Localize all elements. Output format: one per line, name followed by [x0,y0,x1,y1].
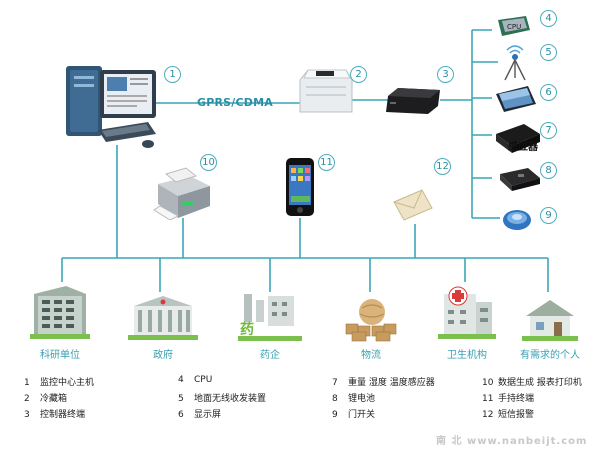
lithium-battery-icon [500,168,540,191]
sensor-label: 感应器 [508,142,538,153]
watermark: 南 北 www.nanbeijt.com [436,436,588,447]
refrigerated-box-icon [299,69,353,113]
cpu-chip-label: CPU [507,23,521,31]
pharmaceutical-company-icon: 药 [238,294,302,341]
sms-alarm-envelope-icon [393,189,433,221]
controller-terminal-icon [386,88,440,114]
device-number-12: 12 [434,158,451,175]
government-building-icon [128,296,198,340]
device-number-11: 11 [318,154,335,171]
device-number-9: 9 [540,207,557,224]
monitoring-host-computer-icon [66,66,156,148]
category-logistics: 物流 [361,350,381,361]
device-number-10: 10 [200,154,217,171]
network-label: GPRS/CDMA [197,96,273,109]
category-pharma: 药企 [260,350,280,361]
door-switch-icon [503,210,531,230]
device-number-4: 4 [540,10,557,27]
device-number-7: 7 [540,122,557,139]
device-number-2: 2 [350,66,367,83]
wireless-transceiver-icon [504,45,526,81]
individual-house-icon [522,300,578,341]
handheld-terminal-icon [286,158,314,216]
health-institution-hospital-icon [438,286,496,339]
logistics-globe-boxes-icon [345,299,397,342]
category-research: 科研单位 [40,350,80,361]
device-number-6: 6 [540,84,557,101]
svg-text:药: 药 [240,321,254,338]
display-screen-icon [496,86,536,112]
research-institute-building-icon [30,286,90,339]
category-health: 卫生机构 [447,350,487,361]
category-individual: 有需求的个人 [520,350,580,361]
category-government: 政府 [153,350,173,361]
device-number-8: 8 [540,162,557,179]
device-number-1: 1 [164,66,181,83]
sensor-icon [496,124,540,153]
device-number-5: 5 [540,44,557,61]
device-number-3: 3 [437,66,454,83]
cpu-chip-icon: CPU [498,16,530,36]
report-printer-icon [153,167,210,220]
